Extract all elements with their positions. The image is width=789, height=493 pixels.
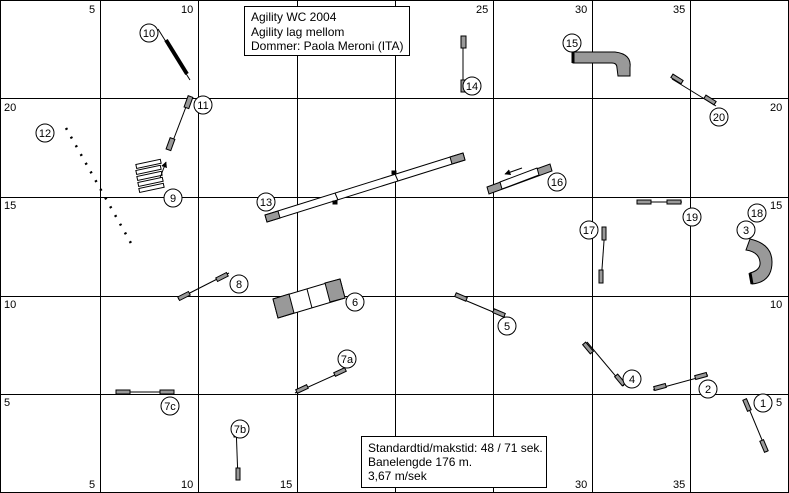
svg-text:16: 16 [551,177,563,189]
grid-label-top-5: 5 [89,4,95,16]
svg-text:15: 15 [566,38,578,50]
obstacle-number-17: 17 [579,220,599,240]
grid-label-bottom-35: 35 [673,479,685,491]
judge-name: Dommer: Paola Meroni (ITA) [251,39,404,53]
svg-text:1: 1 [760,398,766,410]
dotted-line-12 [64,127,134,246]
grid-label-right-5: 5 [776,397,782,409]
competition-name: Agility WC 2004 [251,10,337,24]
svg-text:7a: 7a [341,354,354,366]
seesaw-16 [486,163,553,195]
svg-text:4: 4 [629,374,635,386]
hurdle-4 [581,341,627,387]
course-info-box: Standardtid/makstid: 48 / 71 sek. Banele… [361,436,547,488]
grid-label-left-5: 5 [4,397,10,409]
obstacle-number-9: 9 [163,188,183,208]
hurdle-2 [652,371,709,392]
svg-text:12: 12 [39,128,51,140]
obstacle-number-16: 16 [547,172,567,192]
svg-text:13: 13 [260,197,272,209]
standard-time: Standardtid/makstid: 48 / 71 sek. [368,441,543,455]
hurdle-19 [636,199,682,205]
grid-label-left-15: 15 [4,200,16,212]
course-title-box: Agility WC 2004 Agility lag mellom Domme… [244,6,410,56]
hurdle-8 [177,271,230,302]
svg-text:9: 9 [170,193,176,205]
hurdle-17 [598,226,607,284]
svg-text:14: 14 [466,81,478,93]
grid-label-right-15: 15 [770,200,782,212]
obstacle-number-6: 6 [345,292,365,312]
dog-walk-13 [264,152,466,223]
svg-text:18: 18 [751,208,763,220]
weave-poles-10 [157,28,191,81]
grid-label-bottom-5: 5 [89,479,95,491]
svg-text:8: 8 [236,279,242,291]
obstacle-number-20: 20 [709,107,729,127]
grid-label-bottom-10: 10 [181,479,193,491]
obstacle-number-15: 15 [562,33,582,53]
obstacle-number-4: 4 [622,369,642,389]
course-speed: 3,67 m/sek [368,469,427,483]
obstacle-number-7a: 7a [337,349,357,369]
obstacle-number-5: 5 [497,316,517,336]
hurdle-1 [742,398,769,453]
grid-label-top-25: 25 [476,4,488,16]
hurdle-7c [115,389,175,395]
obstacle-number-14: 14 [462,76,482,96]
hurdle-11 [165,95,194,152]
grid-label-bottom-30: 30 [575,479,587,491]
obstacle-number-18: 18 [747,203,767,223]
obstacle-number-1: 1 [753,393,773,413]
hurdle-20 [670,73,717,107]
tunnel-15 [571,51,631,77]
grid-label-bottom-15: 15 [280,479,292,491]
obstacle-number-3: 3 [736,220,756,240]
obstacle-number-12: 12 [35,123,55,143]
obstacle-number-7c: 7c [160,396,180,416]
svg-text:20: 20 [713,112,725,124]
svg-text:7b: 7b [234,424,246,436]
grid-label-top-30: 30 [575,4,587,16]
svg-text:3: 3 [743,225,749,237]
obstacle-number-8: 8 [229,274,249,294]
class-name: Agility lag mellom [251,24,345,39]
svg-text:5: 5 [504,321,510,333]
grid-label-top-35: 35 [673,4,685,16]
grid-label-right-10: 10 [770,299,782,311]
tunnel-3-18 [745,238,773,285]
svg-text:11: 11 [197,100,208,112]
grid-label-right-20: 20 [770,102,782,114]
obstacle-number-11: 11 [193,95,213,115]
obstacle-number-2: 2 [698,379,718,399]
grid-label-left-20: 20 [4,102,16,114]
obstacle-number-19: 19 [682,207,702,227]
hurdle-5 [454,292,506,318]
hurdle-7a [294,366,347,395]
svg-text:6: 6 [352,297,358,309]
long-jump-9 [135,158,167,194]
svg-text:17: 17 [583,225,595,237]
obstacle-number-10: 10 [139,23,159,43]
svg-text:2: 2 [705,384,711,396]
svg-text:10: 10 [143,28,155,40]
grid-label-top-10: 10 [181,4,193,16]
table-6 [272,278,346,319]
obstacle-number-7b: 7b [230,419,250,439]
obstacle-number-13: 13 [256,192,276,212]
course-length: Banelengde 176 m. [368,455,473,469]
svg-text:7c: 7c [164,401,176,413]
svg-text:19: 19 [686,212,698,224]
grid-label-left-10: 10 [4,299,16,311]
